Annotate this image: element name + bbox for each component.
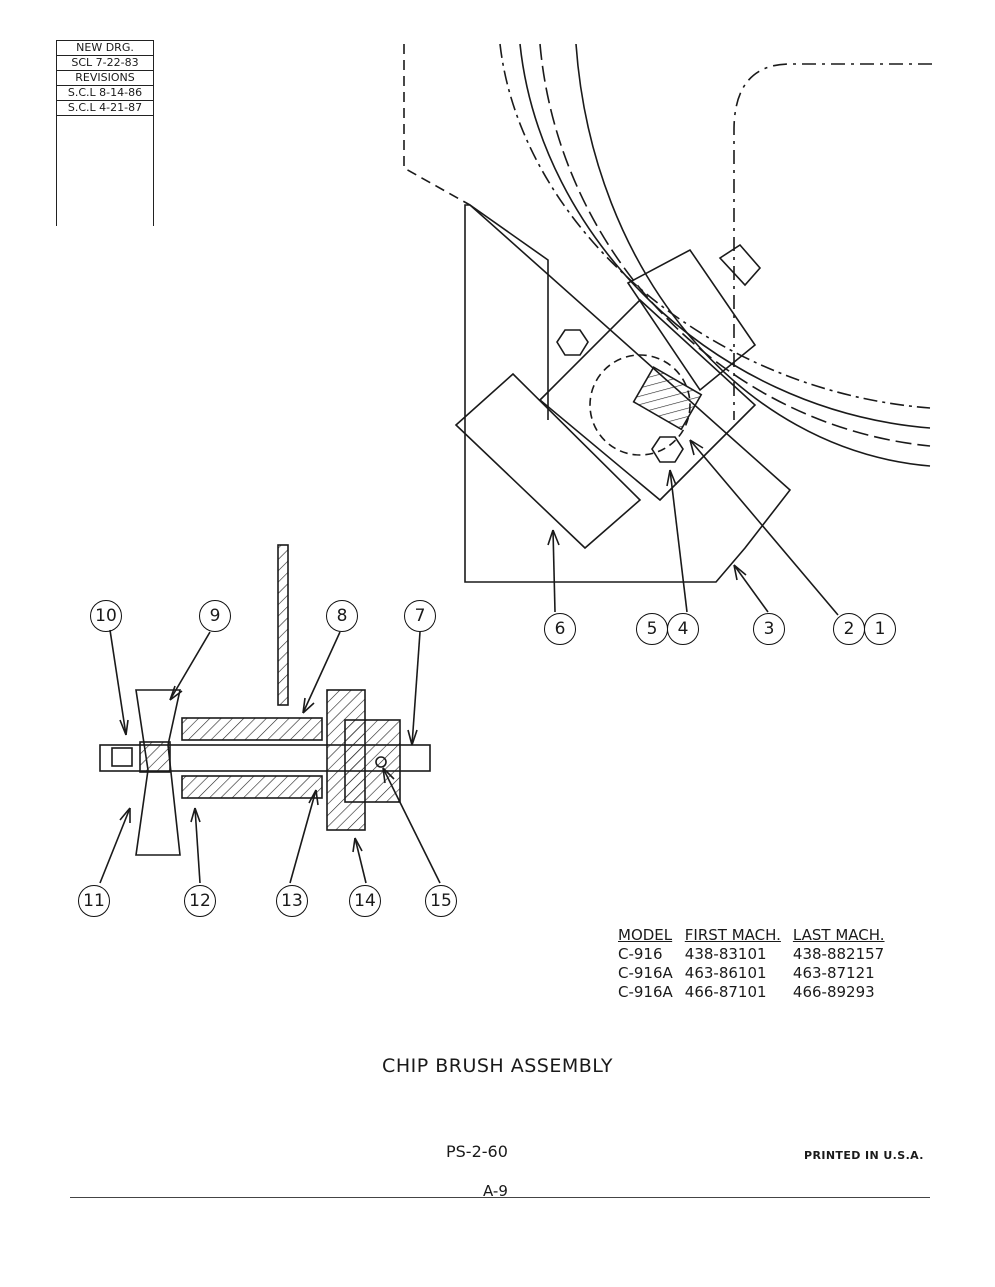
table-row: C-916 438-83101 438-882157 <box>618 945 897 964</box>
callout-8: 8 <box>326 600 358 632</box>
table-row: C-916A 466-87101 466-89293 <box>618 983 897 1002</box>
table-row: C-916A 463-86101 463-87121 <box>618 964 897 983</box>
model-cell: C-916 <box>618 945 663 963</box>
header-first-mach: FIRST MACH. <box>684 926 781 944</box>
callout-13: 13 <box>276 885 308 917</box>
model-cell: C-916A <box>618 983 673 1001</box>
new-drg-date: SCL 7-22-83 <box>57 56 153 71</box>
callout-15: 15 <box>425 885 457 917</box>
page-number: A-9 <box>483 1182 508 1200</box>
revision-box: NEW DRG. SCL 7-22-83 REVISIONS S.C.L 8-1… <box>56 40 154 226</box>
model-table: MODEL FIRST MACH. LAST MACH. C-916 438-8… <box>618 926 897 1002</box>
footer-divider <box>70 1197 930 1198</box>
callout-14: 14 <box>349 885 381 917</box>
model-cell: C-916A <box>618 964 673 982</box>
callout-11: 11 <box>78 885 110 917</box>
last-mach-cell: 463-87121 <box>792 964 875 982</box>
callout-9: 9 <box>199 600 231 632</box>
last-mach-cell: 466-89293 <box>792 983 875 1001</box>
drawing-title: CHIP BRUSH ASSEMBLY <box>382 1055 613 1077</box>
printed-in-label: PRINTED IN U.S.A. <box>804 1149 924 1162</box>
revisions-label: REVISIONS <box>57 71 153 86</box>
callout-6: 6 <box>544 613 576 645</box>
callout-7: 7 <box>404 600 436 632</box>
header-model: MODEL <box>618 926 673 944</box>
upper-view <box>403 43 932 616</box>
callout-1: 1 <box>864 613 896 645</box>
callout-12: 12 <box>184 885 216 917</box>
first-mach-cell: 466-87101 <box>684 983 767 1001</box>
first-mach-cell: 438-83101 <box>684 945 767 963</box>
callout-2: 2 <box>833 613 865 645</box>
callout-5: 5 <box>636 613 668 645</box>
callout-3: 3 <box>753 613 785 645</box>
callout-4: 4 <box>667 613 699 645</box>
lower-view <box>99 544 441 884</box>
first-mach-cell: 463-86101 <box>684 964 767 982</box>
revision-1: S.C.L 8-14-86 <box>57 86 153 101</box>
new-drg-label: NEW DRG. <box>57 41 153 56</box>
part-number: PS-2-60 <box>446 1142 508 1161</box>
last-mach-cell: 438-882157 <box>792 945 885 963</box>
callout-10: 10 <box>90 600 122 632</box>
header-last-mach: LAST MACH. <box>792 926 885 944</box>
revision-2: S.C.L 4-21-87 <box>57 101 153 116</box>
